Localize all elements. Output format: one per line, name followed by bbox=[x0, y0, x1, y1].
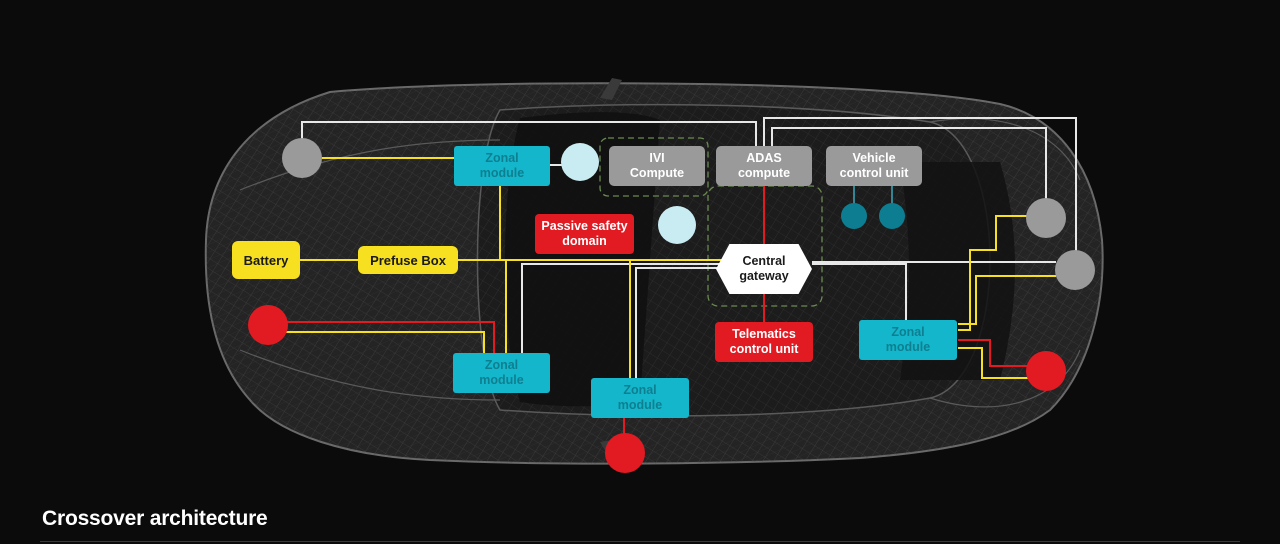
end-nodes bbox=[248, 138, 1095, 473]
actuator-node-red-left bbox=[248, 305, 288, 345]
display-node-lightblue-2 bbox=[658, 206, 696, 244]
adas-compute-box: ADAS compute bbox=[716, 146, 812, 186]
zonal-module-front-left: Zonal module bbox=[454, 146, 550, 186]
yellow-power-lines bbox=[286, 157, 1056, 379]
link-top-right-2 bbox=[771, 127, 1047, 200]
ivi-compute-box: IVI Compute bbox=[609, 146, 705, 186]
zonal-module-right: Zonal module bbox=[859, 320, 957, 360]
ivi-domain-outline bbox=[599, 137, 709, 197]
zonal-module-rear-left: Zonal module bbox=[453, 353, 550, 393]
telematics-control-unit-box: Telematics control unit bbox=[715, 322, 813, 362]
sensor-node-grey-top-left bbox=[282, 138, 322, 178]
mirror-top bbox=[600, 78, 622, 100]
vehicle-control-unit-box: Vehicle control unit bbox=[826, 146, 922, 186]
diagram-caption: Crossover architecture bbox=[42, 507, 268, 530]
actuator-node-red-right bbox=[1026, 351, 1066, 391]
red-rearleft bbox=[286, 321, 495, 354]
power-zonal-rearleft bbox=[286, 331, 485, 354]
display-node-lightblue-1 bbox=[561, 143, 599, 181]
red-right bbox=[958, 339, 1028, 367]
node-dark-teal-2 bbox=[879, 203, 905, 229]
central-gateway-box: Central gateway bbox=[716, 244, 812, 294]
zonal-module-bottom: Zonal module bbox=[591, 378, 689, 418]
link-top-right-1 bbox=[763, 117, 1077, 254]
passive-safety-domain-box: Passive safety domain bbox=[535, 214, 634, 254]
battery-box: Battery bbox=[232, 241, 300, 279]
sensor-node-grey-right-1 bbox=[1026, 198, 1066, 238]
link-gateway-left bbox=[521, 263, 720, 354]
teal-links bbox=[853, 186, 893, 204]
red-links bbox=[286, 186, 1028, 436]
actuator-node-red-bottom bbox=[605, 433, 645, 473]
sensor-node-grey-right-2 bbox=[1055, 250, 1095, 290]
power-right-mid bbox=[958, 275, 1056, 325]
power-right-red bbox=[958, 347, 1028, 379]
link-gateway-mid bbox=[635, 267, 720, 378]
node-dark-teal-1 bbox=[841, 203, 867, 229]
caption-divider bbox=[40, 541, 1240, 542]
prefuse-box: Prefuse Box bbox=[358, 246, 458, 274]
power-right-up bbox=[958, 215, 1030, 331]
link-gateway-right bbox=[812, 263, 907, 320]
